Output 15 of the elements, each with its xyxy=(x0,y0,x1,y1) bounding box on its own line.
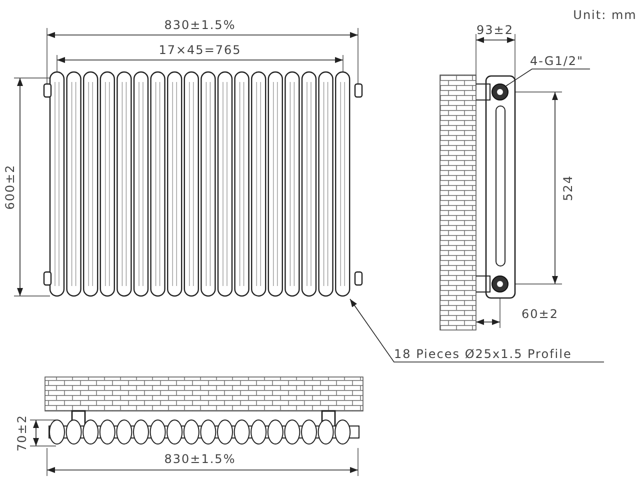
dimension-label: 600±2 xyxy=(3,164,17,210)
unit-note: Unit: mm xyxy=(573,8,637,22)
leader-line xyxy=(506,68,590,86)
radiator-front-drawing xyxy=(43,71,363,297)
callout-text: 18 Pieces Ø25x1.5 Profile xyxy=(394,347,572,361)
dimension-label: 524 xyxy=(561,175,575,201)
dimension-label: 93±2 xyxy=(476,23,514,37)
dimension-label: 60±2 xyxy=(522,307,558,321)
valve-drawing xyxy=(492,84,508,100)
callout-text: 4-G1/2" xyxy=(530,54,584,68)
dimension-label: 830±1.5% xyxy=(164,452,236,466)
dimension-label: 830±1.5% xyxy=(164,18,236,32)
leader-line xyxy=(350,298,604,362)
dimension-label: 70±2 xyxy=(15,414,29,452)
dimension-label: 17×45=765 xyxy=(158,43,242,57)
